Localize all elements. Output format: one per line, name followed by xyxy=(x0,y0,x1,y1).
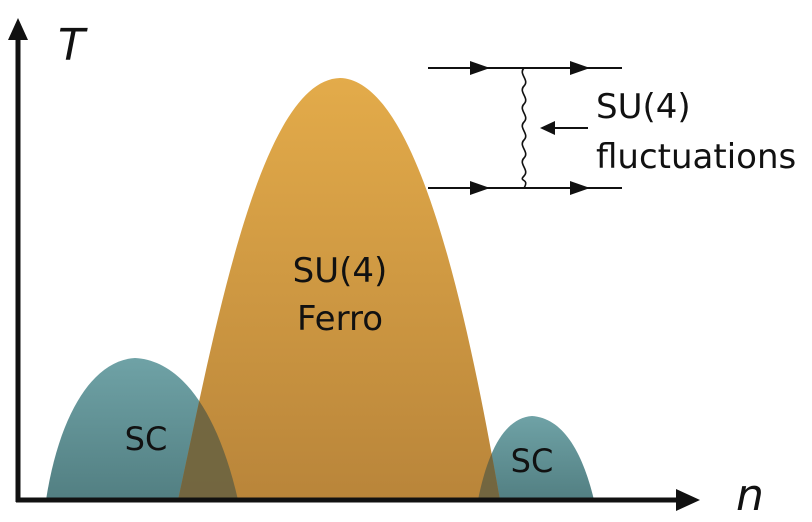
ferro-label-line1: SU(4) xyxy=(293,251,388,291)
pointer-arrow-icon xyxy=(540,121,555,135)
fluctuation-diagram xyxy=(428,61,622,195)
inset-label-line2: fluctuations xyxy=(596,137,796,177)
ferro-region xyxy=(178,78,500,500)
x-axis-label: n xyxy=(736,470,764,521)
sc-left-label: SC xyxy=(125,420,168,458)
sc-right-region xyxy=(478,416,594,500)
y-axis-label: T xyxy=(58,20,88,71)
top-left-arrow-icon xyxy=(470,61,490,75)
y-axis-arrow-icon xyxy=(8,18,28,40)
wavy-propagator xyxy=(521,67,527,189)
bottom-right-arrow-icon xyxy=(570,181,590,195)
x-axis-arrow-icon xyxy=(676,489,700,511)
top-right-arrow-icon xyxy=(570,61,590,75)
inset-label-line1: SU(4) xyxy=(596,87,691,127)
sc-right-label: SC xyxy=(511,442,554,480)
ferro-label-line2: Ferro xyxy=(297,299,383,339)
bottom-left-arrow-icon xyxy=(470,181,490,195)
